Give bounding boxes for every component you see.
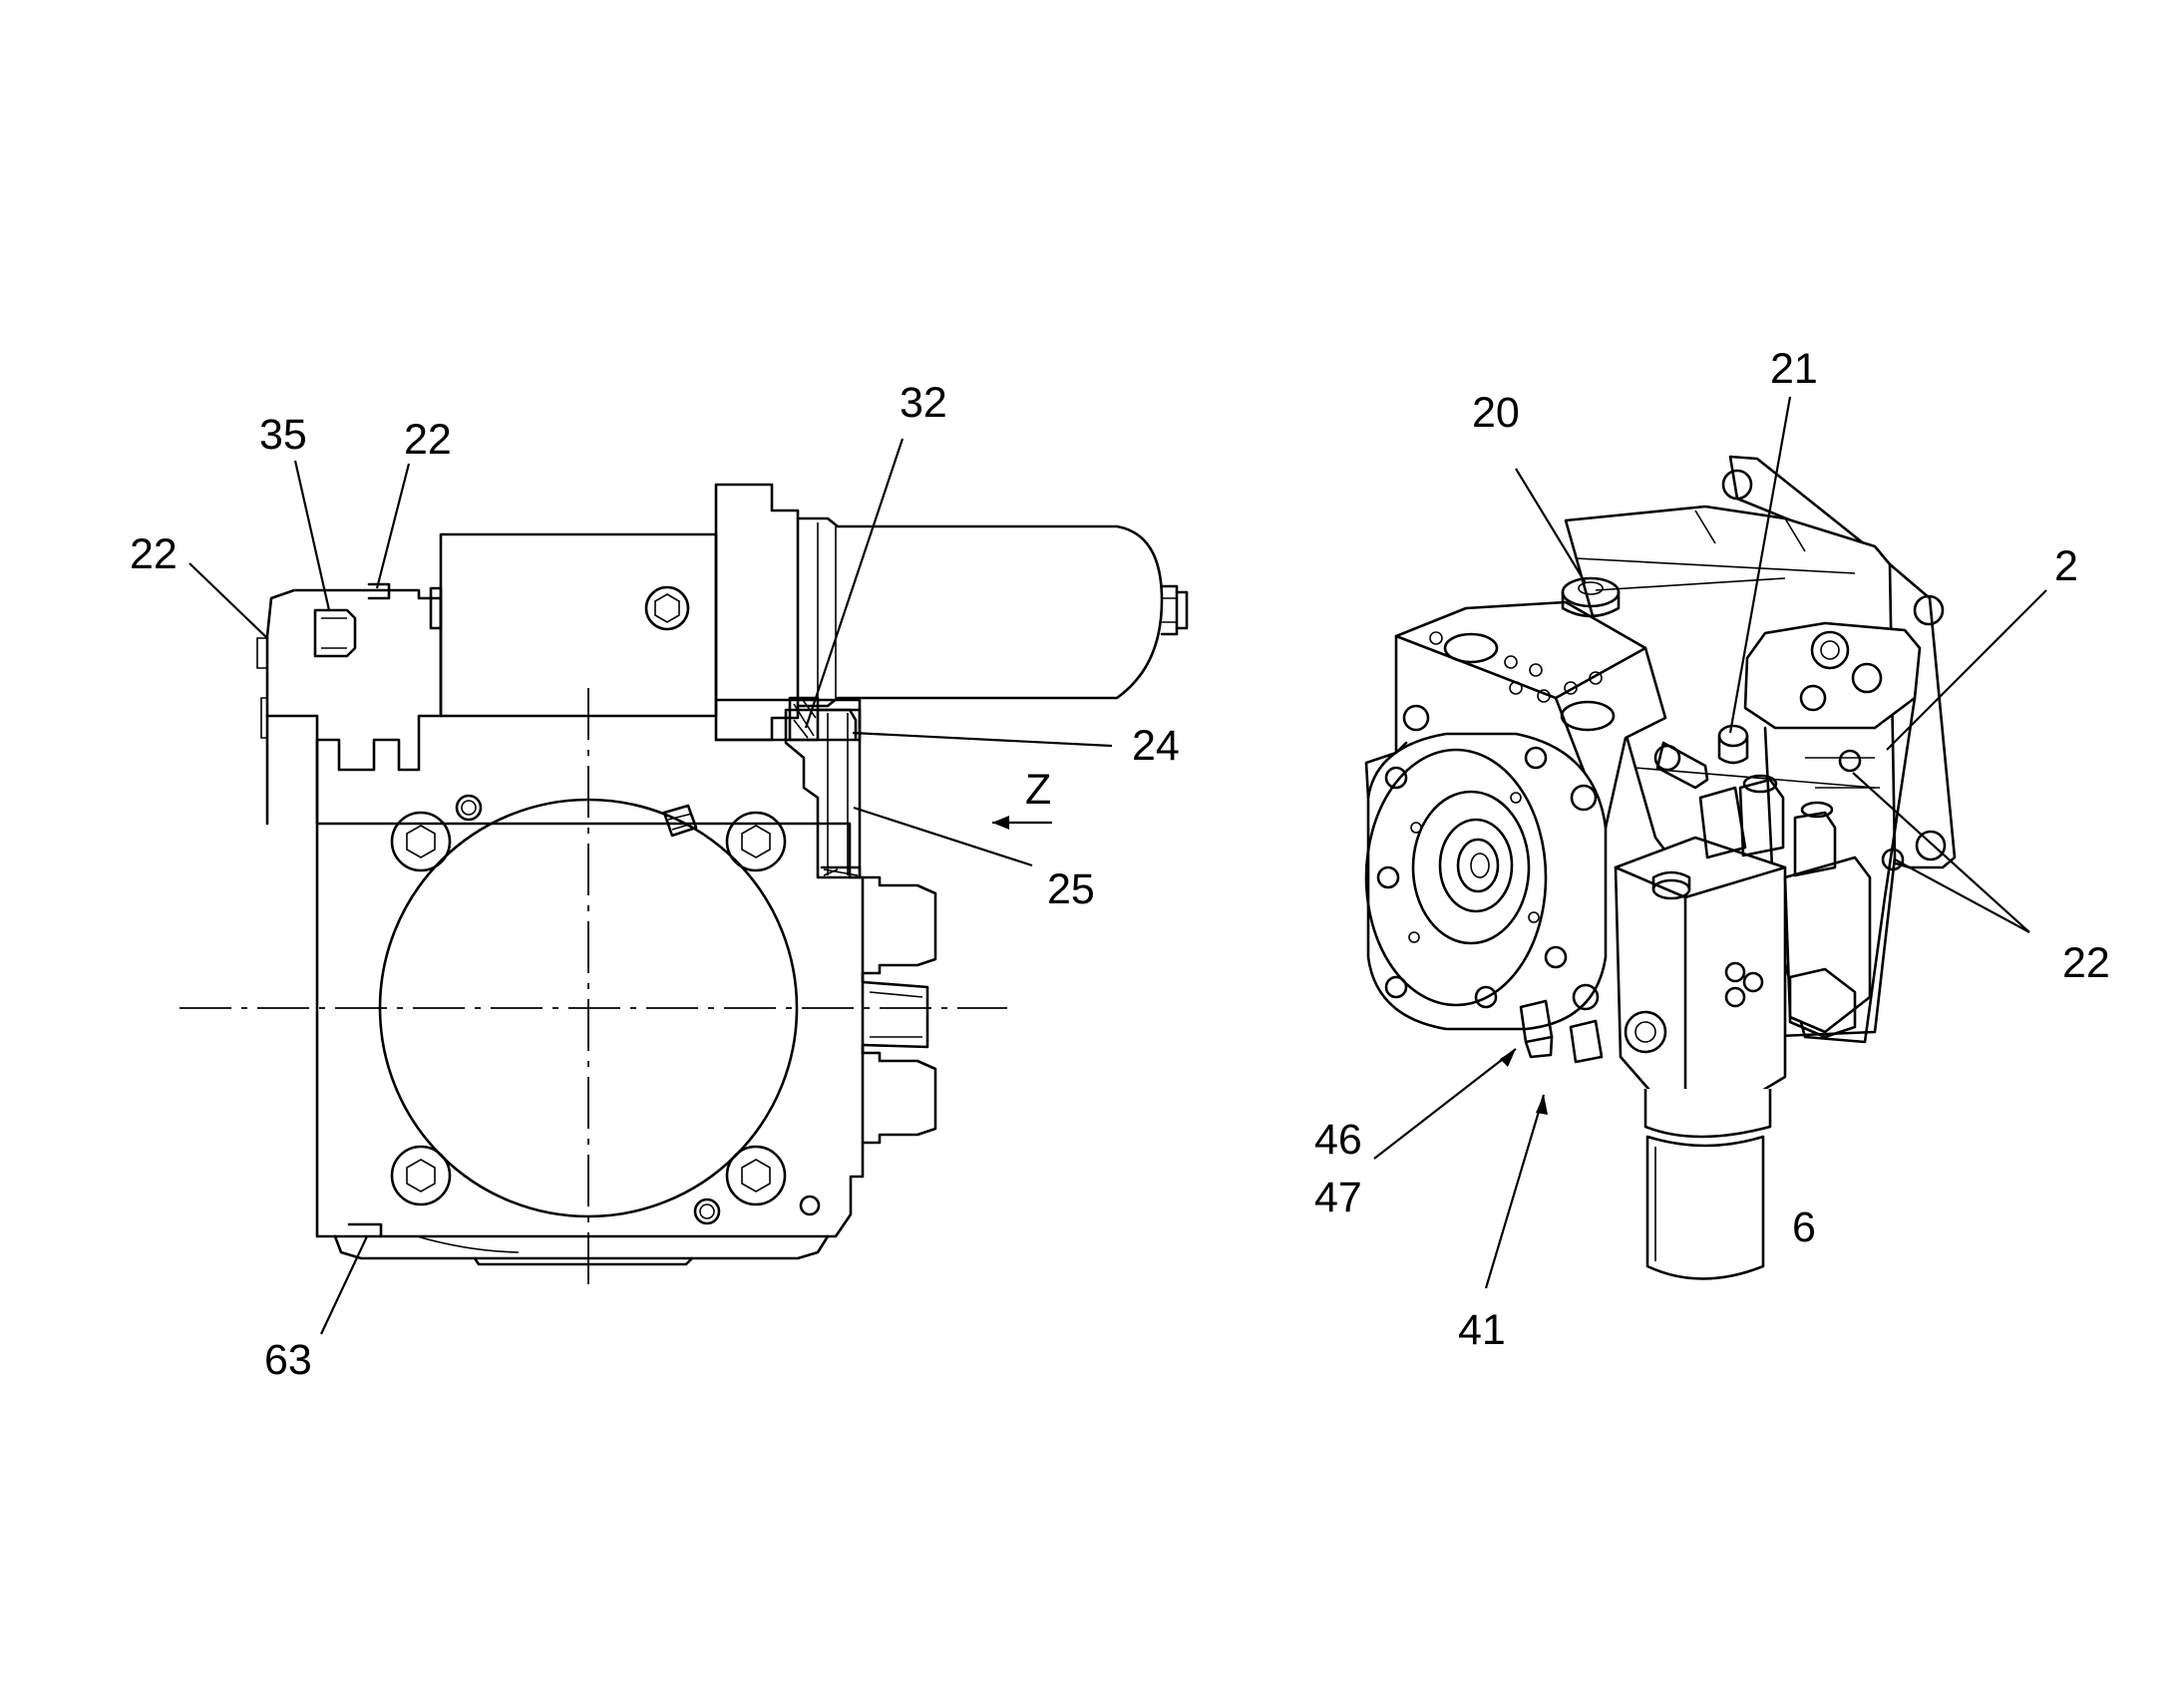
isometric-view xyxy=(1364,455,1957,1280)
control-block xyxy=(265,588,443,826)
label-47: 47 xyxy=(1314,1174,1362,1221)
control-valve-housing xyxy=(1743,621,1922,730)
right-port-upper xyxy=(861,875,937,975)
drive-shaft-seal xyxy=(1411,790,1531,945)
label-22-right: 22 xyxy=(2062,939,2110,987)
mounting-bolts xyxy=(390,811,787,1206)
label-32: 32 xyxy=(900,379,947,427)
label-35: 35 xyxy=(259,411,307,459)
valve-insert xyxy=(784,708,862,879)
leader-lines xyxy=(188,396,2047,1335)
fitting-41 xyxy=(1569,1019,1604,1064)
label-46: 46 xyxy=(1314,1116,1362,1164)
actuator-flange xyxy=(714,483,800,742)
label-21: 21 xyxy=(1770,345,1818,393)
housing-body xyxy=(315,714,865,1238)
label-25: 25 xyxy=(1047,865,1095,913)
filter-canister xyxy=(1645,1135,1765,1280)
bottom-housing xyxy=(333,1234,830,1260)
label-22-left: 22 xyxy=(130,530,178,578)
label-2: 2 xyxy=(2054,542,2078,590)
right-notch xyxy=(861,971,929,1055)
hex-socket-screw xyxy=(644,585,690,631)
side-view xyxy=(180,483,1189,1286)
label-z: Z xyxy=(1025,766,1051,814)
label-24: 24 xyxy=(1132,722,1180,770)
label-63: 63 xyxy=(264,1336,312,1384)
reference-labels: 22 35 22 32 24 Z 25 63 20 21 2 22 46 47 … xyxy=(130,345,2110,1384)
solenoid-valve xyxy=(1783,855,1872,1034)
right-port-lower xyxy=(861,1051,937,1145)
front-flange xyxy=(1366,732,1608,1031)
label-20: 20 xyxy=(1472,389,1520,437)
filter-bowl xyxy=(1643,1089,1772,1139)
actuator-cylinder xyxy=(439,532,718,718)
label-41: 41 xyxy=(1458,1306,1506,1354)
actuator-can xyxy=(796,516,1164,708)
label-22-top: 22 xyxy=(404,416,452,464)
label-6: 6 xyxy=(1792,1203,1816,1251)
